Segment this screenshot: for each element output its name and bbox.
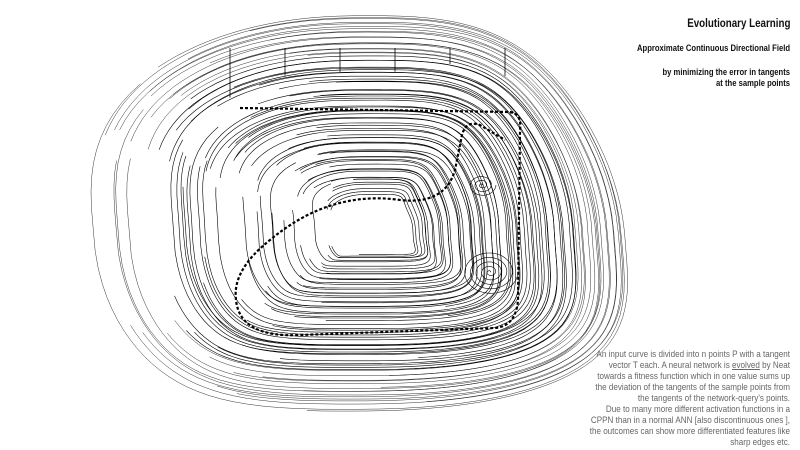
streamline — [203, 93, 536, 345]
streamline — [256, 137, 483, 303]
subtitle: Approximate Continuous Directional Field — [636, 43, 790, 53]
streamline — [327, 181, 429, 261]
streamline — [149, 26, 617, 400]
streamline — [170, 75, 551, 355]
streamline — [189, 89, 540, 346]
streamline — [105, 17, 623, 402]
streamline — [332, 183, 426, 258]
streamline — [119, 28, 610, 397]
streamline — [90, 18, 625, 410]
streamline — [302, 170, 442, 273]
streamline — [174, 67, 564, 365]
streamline — [180, 48, 585, 376]
streamline — [114, 23, 618, 402]
streamline — [126, 42, 599, 389]
streamline — [321, 178, 431, 267]
streamline — [150, 42, 595, 384]
streamline — [244, 117, 502, 315]
description-p2: Due to many more different activation fu… — [589, 404, 790, 447]
streamline — [158, 15, 628, 412]
streamline — [210, 105, 520, 332]
streamline — [169, 43, 592, 381]
streamline — [312, 178, 428, 263]
streamline — [247, 129, 495, 313]
streamline — [182, 81, 545, 346]
streamline — [209, 52, 582, 376]
spiral-line — [464, 252, 519, 294]
streamline — [150, 31, 604, 392]
streamline — [130, 37, 602, 388]
streamline — [233, 48, 586, 382]
streamline — [326, 191, 419, 257]
spiral-vortex — [464, 176, 519, 294]
streamline — [303, 150, 463, 289]
spiral-line — [470, 176, 497, 196]
streamline — [248, 110, 512, 321]
subtitle-method-line2: at the sample points — [716, 78, 790, 88]
streamline — [300, 160, 451, 280]
streamline — [297, 168, 444, 275]
streamline — [299, 156, 462, 285]
streamline — [169, 69, 565, 362]
subtitle-method-line1: by minimizing the error in tangents — [662, 67, 790, 77]
streamline — [283, 159, 454, 284]
streamline — [265, 134, 486, 309]
streamline — [322, 176, 436, 270]
streamline — [191, 71, 558, 358]
streamline — [233, 113, 510, 316]
description-p1-before: An input curve is divided into n points … — [596, 349, 790, 370]
description-text: An input curve is divided into n points … — [588, 349, 790, 448]
streamline — [313, 177, 437, 274]
streamline — [238, 122, 495, 307]
subtitle-method: by minimizing the error in tangents at t… — [662, 67, 790, 89]
description-p1-after: by Neat towards a fitness function which… — [595, 360, 790, 403]
streamline — [330, 194, 416, 255]
streamline — [130, 22, 622, 405]
streamline — [292, 163, 451, 279]
evolved-term: evolved — [732, 360, 760, 370]
streamline — [294, 156, 462, 290]
streamline — [204, 95, 531, 338]
page-title: Evolutionary Learning — [686, 18, 790, 30]
streamline — [271, 149, 473, 297]
streamline — [176, 78, 551, 353]
streamline — [194, 66, 567, 368]
streamline — [257, 142, 478, 304]
streamline — [147, 51, 579, 371]
streamline — [270, 124, 500, 317]
streamlines — [90, 15, 628, 412]
streamline — [202, 97, 528, 336]
streamline — [219, 110, 514, 326]
streamline — [186, 55, 577, 371]
streamline — [180, 80, 549, 350]
streamline — [115, 36, 601, 392]
